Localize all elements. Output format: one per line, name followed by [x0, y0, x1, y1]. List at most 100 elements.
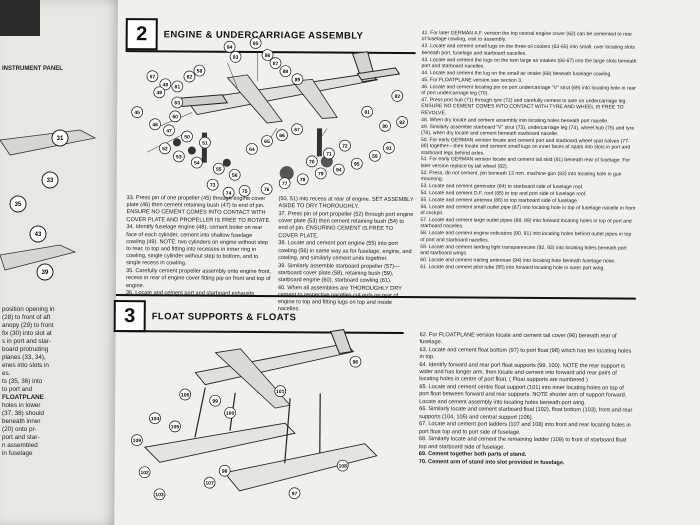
- callout-66: 66: [279, 133, 285, 139]
- callout-circle: [291, 73, 304, 86]
- callout-circle: [278, 177, 291, 190]
- callout-circle: [269, 57, 282, 69]
- callout-circle: [209, 394, 221, 407]
- callout-circle: [193, 64, 206, 77]
- callout-circle: [199, 136, 211, 149]
- callout-50: 50: [184, 134, 190, 140]
- callout-circle: [336, 459, 349, 472]
- callout-circle: [291, 123, 303, 136]
- callout-56: 56: [232, 173, 238, 179]
- callout-58: 58: [197, 69, 203, 75]
- callout-circle: [190, 156, 203, 169]
- callout-circle: [261, 49, 274, 61]
- callout-81: 81: [364, 110, 370, 116]
- callout-55: 55: [216, 167, 222, 173]
- callout-circle: [383, 142, 395, 154]
- callout-circle: [314, 167, 327, 180]
- callout-circle: [131, 434, 143, 446]
- header-block: [0, 0, 40, 36]
- callout-91: 91: [386, 146, 392, 152]
- instrument-panel-label: INSTRUMENT PANEL: [2, 66, 63, 72]
- step-2-aircraft-drawing: [146, 51, 401, 181]
- callout-70: 70: [309, 159, 315, 165]
- callout-circle: [349, 355, 362, 368]
- callout-circle: [146, 70, 159, 83]
- callout-96: 96: [353, 360, 359, 366]
- callout-87: 87: [273, 61, 279, 67]
- callout-100: 100: [226, 411, 235, 417]
- callout-circle: [296, 173, 309, 186]
- left-parts-drawing: 31 33 35 43 39: [0, 129, 97, 281]
- callout-109: 109: [133, 438, 142, 444]
- callout-33: 33: [47, 178, 54, 184]
- callout-circle: [153, 488, 166, 501]
- callout-circle: [249, 37, 262, 49]
- callout-circle: [173, 150, 185, 163]
- callout-35: 35: [15, 202, 22, 208]
- callout-84: 84: [227, 45, 233, 51]
- callout-83: 83: [233, 55, 239, 61]
- callout-67: 67: [294, 127, 300, 133]
- callout-53: 53: [176, 154, 182, 160]
- callout-98: 98: [222, 469, 228, 475]
- callout-107: 107: [205, 481, 214, 487]
- callout-95: 95: [354, 162, 360, 168]
- callout-circle: [183, 70, 196, 83]
- callout-circle: [229, 50, 242, 63]
- callout-74: 74: [226, 191, 232, 197]
- callout-78: 78: [300, 177, 306, 183]
- left-instruction-page: INSTRUMENT PANEL 31 33 35 43 39 position…: [0, 0, 135, 525]
- callout-71: 71: [326, 151, 332, 157]
- callout-59: 59: [372, 154, 378, 160]
- callout-circle: [169, 420, 181, 433]
- step-3-text-column: 62. For FLOATPLANE version locate and ce…: [418, 332, 633, 467]
- callout-circle: [369, 149, 381, 162]
- callout-circle: [238, 185, 251, 197]
- callout-circle: [305, 155, 318, 168]
- callout-97: 97: [292, 491, 298, 497]
- callout-circle: [261, 135, 273, 147]
- callout-76: 76: [264, 187, 270, 193]
- callout-60: 60: [172, 114, 178, 120]
- callout-77: 77: [282, 181, 288, 187]
- callout-65: 65: [264, 139, 270, 145]
- callout-circle: [223, 40, 236, 53]
- callout-circle: [171, 96, 184, 109]
- callout-circle: [339, 139, 351, 152]
- callout-82: 82: [394, 94, 400, 100]
- main-instruction-page: 2 ENGINE & UNDERCARRIAGE ASSEMBLY: [113, 0, 700, 525]
- callout-57: 57: [150, 74, 156, 80]
- callout-61: 61: [175, 84, 181, 90]
- callout-circle: [159, 78, 172, 91]
- callout-103: 103: [155, 492, 164, 498]
- callout-52: 52: [162, 146, 168, 152]
- callout-105: 105: [171, 424, 180, 430]
- callout-circle: [169, 110, 181, 123]
- callout-39: 39: [42, 270, 49, 276]
- callout-circle: [246, 143, 258, 155]
- left-page-text: position opening in (28) to front of aft…: [2, 306, 55, 457]
- callout-104: 104: [151, 416, 160, 422]
- callout-circle: [181, 130, 193, 143]
- callout-circle: [276, 129, 288, 141]
- callout-circle: [218, 464, 231, 477]
- callout-108: 108: [338, 464, 347, 470]
- callout-circle: [274, 385, 287, 397]
- callout-102: 102: [140, 470, 149, 476]
- callout-circle: [171, 80, 184, 93]
- callout-circle: [203, 476, 216, 489]
- callout-circle: [260, 183, 273, 195]
- callout-45: 45: [134, 110, 140, 116]
- callout-72: 72: [342, 144, 348, 150]
- callout-circle: [323, 147, 335, 160]
- callout-circle: [206, 178, 219, 191]
- callout-86: 86: [265, 53, 271, 59]
- callout-circle: [149, 412, 161, 425]
- callout-47: 47: [166, 128, 172, 134]
- callout-46: 46: [152, 122, 158, 128]
- callout-101: 101: [276, 389, 285, 395]
- callout-43: 43: [35, 232, 42, 238]
- callout-circle: [391, 90, 404, 102]
